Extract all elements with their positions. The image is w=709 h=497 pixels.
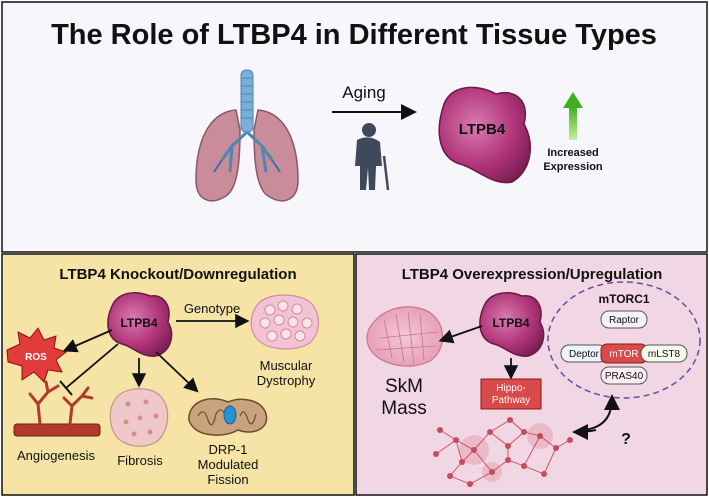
dystrophy-label-line2: Dystrophy <box>257 373 316 388</box>
fibrosis-tissue-icon <box>109 388 169 447</box>
ros-label: ROS <box>25 352 47 363</box>
increase-arrow-icon <box>563 92 583 140</box>
left-panel <box>1 253 355 496</box>
angiogenesis-label: Angiogenesis <box>17 448 96 463</box>
increased-label-line1: Increased <box>547 147 598 159</box>
blood-vessel-icon <box>13 380 101 437</box>
signaling-network-icon <box>433 417 573 487</box>
fibrosis-label: Fibrosis <box>117 453 163 468</box>
question-mark: ? <box>621 431 631 448</box>
skm-arrow <box>438 325 483 344</box>
mlst8-box <box>640 344 688 363</box>
aging-label: Aging <box>342 83 385 102</box>
left-protein-label: LTPB4 <box>120 316 157 330</box>
hippo-label-line2: Pathway <box>492 395 530 406</box>
network-mtorc1-arrow-back <box>572 423 597 440</box>
mtorc1-title: mTORC1 <box>598 292 649 306</box>
right-protein-label: LTPB4 <box>492 316 529 330</box>
hippo-label-line1: Hippo- <box>496 383 525 394</box>
deptor-label: Deptor <box>569 349 600 360</box>
drp1-label-line2: Modulated <box>198 457 259 472</box>
muscle-tissue-icon <box>250 294 319 350</box>
left-heading: LTBP4 Knockout/Downregulation <box>59 266 296 283</box>
left-protein-shape <box>107 292 173 357</box>
dystrophy-label-line1: Muscular <box>260 358 313 373</box>
right-protein-shape <box>479 292 545 357</box>
pras40-box <box>600 366 648 385</box>
increased-label-line2: Expression <box>543 161 603 173</box>
angiogenesis-inhibit-bar <box>59 380 73 396</box>
raptor-box <box>600 310 648 329</box>
figure-title: The Role of LTBP4 in Different Tissue Ty… <box>51 19 657 51</box>
ros-burst-icon <box>6 327 68 383</box>
pras40-label: PRAS40 <box>605 371 644 382</box>
right-heading: LTBP4 Overexpression/Upregulation <box>402 266 663 283</box>
top-protein-shape <box>438 86 531 184</box>
genotype-label: Genotype <box>184 301 240 316</box>
mtor-label: mTOR <box>609 349 638 360</box>
skm-label-line1: SkM <box>385 376 423 397</box>
raptor-label: Raptor <box>609 315 640 326</box>
top-panel <box>1 1 708 253</box>
drp1-label-line1: DRP-1 <box>208 442 247 457</box>
ros-arrow <box>62 329 113 353</box>
elderly-person-icon <box>355 123 390 191</box>
skm-label-line2: Mass <box>381 398 426 419</box>
top-protein-label: LTPB4 <box>459 121 506 138</box>
drp1-label-line3: Fission <box>207 472 248 487</box>
hippo-box <box>480 378 542 410</box>
mtorc1-boundary <box>547 281 701 399</box>
lungs-icon <box>195 69 299 202</box>
skeletal-muscle-icon <box>366 306 444 367</box>
mitochondria-icon <box>188 398 268 436</box>
drp1-arrow <box>155 351 199 393</box>
angiogenesis-inhibit-line <box>65 343 119 389</box>
mlst8-label: mLST8 <box>648 349 681 360</box>
right-panel <box>355 253 708 496</box>
